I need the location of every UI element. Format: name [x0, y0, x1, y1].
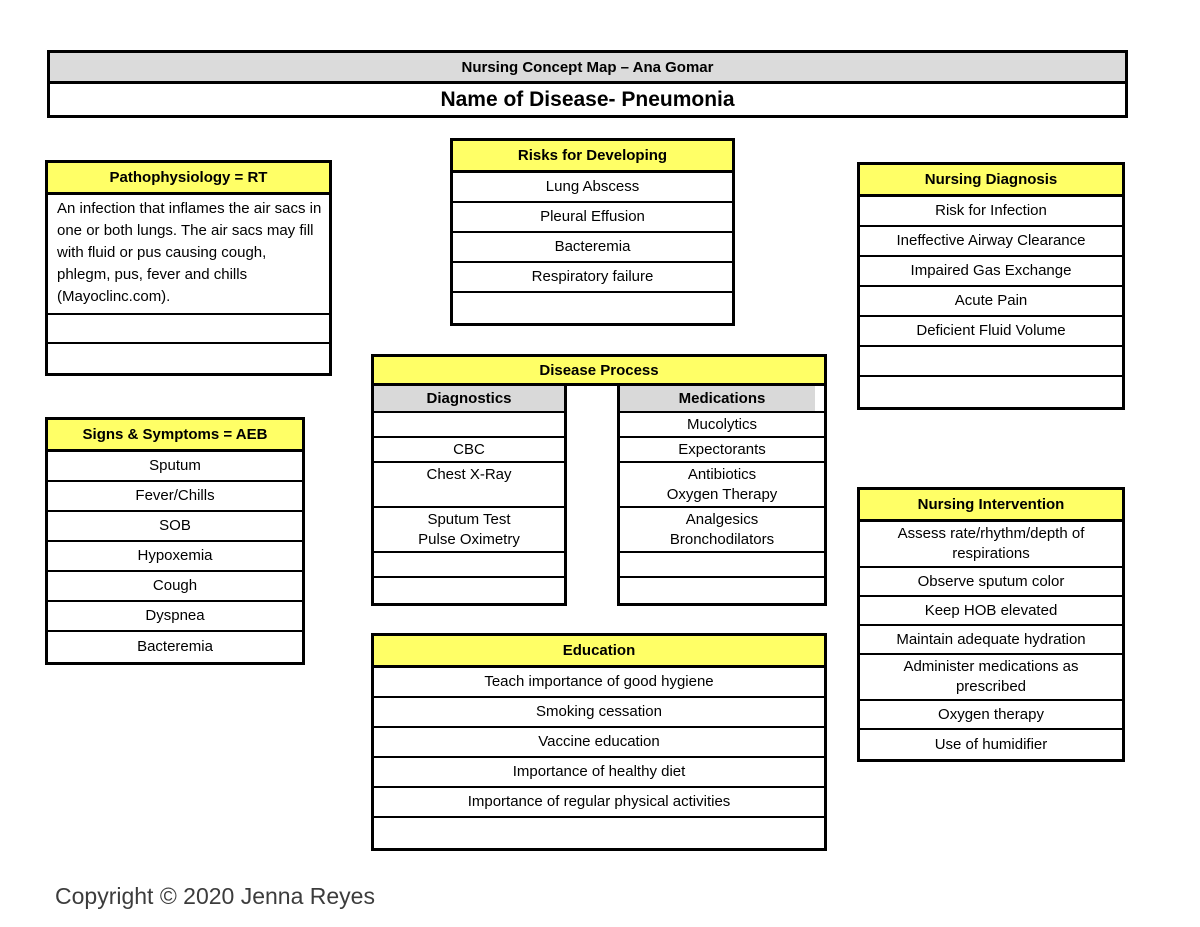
risks-row: Pleural Effusion — [453, 203, 732, 233]
risks-row: Lung Abscess — [453, 173, 732, 203]
medications-subheader: Medications — [620, 386, 824, 413]
nursing-intervention-row: Maintain adequate hydration — [860, 626, 1122, 655]
signs-symptoms-row: Dyspnea — [48, 602, 302, 632]
education-row: Teach importance of good hygiene — [374, 668, 824, 698]
disease-name-title: Name of Disease- Pneumonia — [440, 87, 735, 111]
signs-symptoms-row: SOB — [48, 512, 302, 542]
diagnostics-row-line: Pulse Oximetry — [418, 530, 520, 548]
diagnostics-empty-row — [374, 578, 564, 603]
disease-process-box: Disease Process Diagnostics CBC Chest X-… — [371, 354, 827, 606]
diagnostics-empty-row — [374, 413, 564, 438]
education-row: Vaccine education — [374, 728, 824, 758]
nursing-intervention-row: Assess rate/rhythm/depth of respirations — [860, 522, 1122, 568]
diagnostics-row: CBC — [374, 438, 564, 463]
nursing-diagnosis-box: Nursing Diagnosis Risk for Infection Ine… — [857, 162, 1125, 410]
nursing-intervention-header: Nursing Intervention — [860, 490, 1122, 522]
education-row: Importance of regular physical activitie… — [374, 788, 824, 818]
nursing-diagnosis-row: Ineffective Airway Clearance — [860, 227, 1122, 257]
medications-empty-row — [620, 553, 824, 578]
risks-row: Bacteremia — [453, 233, 732, 263]
nursing-diagnosis-empty-row — [860, 377, 1122, 407]
nursing-diagnosis-row: Acute Pain — [860, 287, 1122, 317]
education-row: Importance of healthy diet — [374, 758, 824, 788]
banner-title: Nursing Concept Map – Ana Gomar — [50, 53, 1125, 84]
education-box: Education Teach importance of good hygie… — [371, 633, 827, 851]
pathophysiology-body: An infection that inflames the air sacs … — [48, 195, 329, 315]
nursing-intervention-row: Administer medications as prescribed — [860, 655, 1122, 701]
signs-symptoms-header: Signs & Symptoms = AEB — [48, 420, 302, 452]
diagnostics-row-line: Chest X-Ray — [426, 466, 512, 483]
signs-symptoms-row: Sputum — [48, 452, 302, 482]
signs-symptoms-row: Hypoxemia — [48, 542, 302, 572]
medications-row: Antibiotics Oxygen Therapy — [620, 463, 824, 508]
medications-row-line: Oxygen Therapy — [666, 485, 778, 503]
pathophysiology-empty-row — [48, 315, 329, 344]
education-header: Education — [374, 636, 824, 668]
medications-row: Analgesics Bronchodilators — [620, 508, 824, 553]
signs-symptoms-row: Bacteremia — [137, 638, 213, 655]
pathophysiology-empty-row — [48, 344, 329, 373]
diagnostics-row: Sputum Test Pulse Oximetry — [374, 508, 564, 553]
nursing-diagnosis-header: Nursing Diagnosis — [860, 165, 1122, 197]
diagnostics-row-line: Sputum Test — [427, 510, 511, 528]
risks-header: Risks for Developing — [453, 141, 732, 173]
disease-process-column-gap — [567, 386, 617, 606]
medications-row: Expectorants — [620, 438, 824, 463]
disease-process-header: Disease Process — [371, 354, 827, 386]
nursing-diagnosis-empty-row — [860, 347, 1122, 377]
diagnostics-empty-row — [374, 553, 564, 578]
copyright-text: Copyright © 2020 Jenna Reyes — [55, 883, 375, 909]
diagnostics-column: Diagnostics CBC Chest X-Ray Sputum Test … — [371, 386, 567, 606]
risks-empty-row — [453, 293, 732, 323]
medications-empty-row — [620, 578, 824, 603]
nursing-intervention-row: Keep HOB elevated — [860, 597, 1122, 626]
diagnostics-row: Chest X-Ray — [374, 463, 564, 508]
nursing-intervention-row: Oxygen therapy — [860, 701, 1122, 730]
nursing-intervention-box: Nursing Intervention Assess rate/rhythm/… — [857, 487, 1125, 762]
nursing-intervention-row: Observe sputum color — [860, 568, 1122, 597]
medications-row: Mucolytics — [620, 413, 824, 438]
signs-symptoms-row: Cough — [48, 572, 302, 602]
education-row: Smoking cessation — [374, 698, 824, 728]
nursing-intervention-row: Use of humidifier — [934, 735, 1048, 753]
pathophysiology-header: Pathophysiology = RT — [48, 163, 329, 195]
medications-row-line: Analgesics — [685, 510, 759, 528]
nursing-diagnosis-row: Deficient Fluid Volume — [860, 317, 1122, 347]
nursing-diagnosis-row: Impaired Gas Exchange — [860, 257, 1122, 287]
medications-column: Medications Mucolytics Expectorants Anti… — [617, 386, 827, 606]
nursing-diagnosis-row: Risk for Infection — [860, 197, 1122, 227]
risks-row: Respiratory failure — [453, 263, 732, 293]
medications-row-line: Bronchodilators — [669, 530, 775, 548]
banner: Nursing Concept Map – Ana Gomar Name of … — [47, 50, 1128, 118]
pathophysiology-box: Pathophysiology = RT An infection that i… — [45, 160, 332, 376]
signs-symptoms-row: Fever/Chills — [48, 482, 302, 512]
medications-row-line: Antibiotics — [687, 465, 757, 483]
education-empty-row — [374, 818, 824, 848]
risks-box: Risks for Developing Lung Abscess Pleura… — [450, 138, 735, 326]
signs-symptoms-box: Signs & Symptoms = AEB Sputum Fever/Chil… — [45, 417, 305, 665]
diagnostics-subheader: Diagnostics — [374, 386, 564, 413]
